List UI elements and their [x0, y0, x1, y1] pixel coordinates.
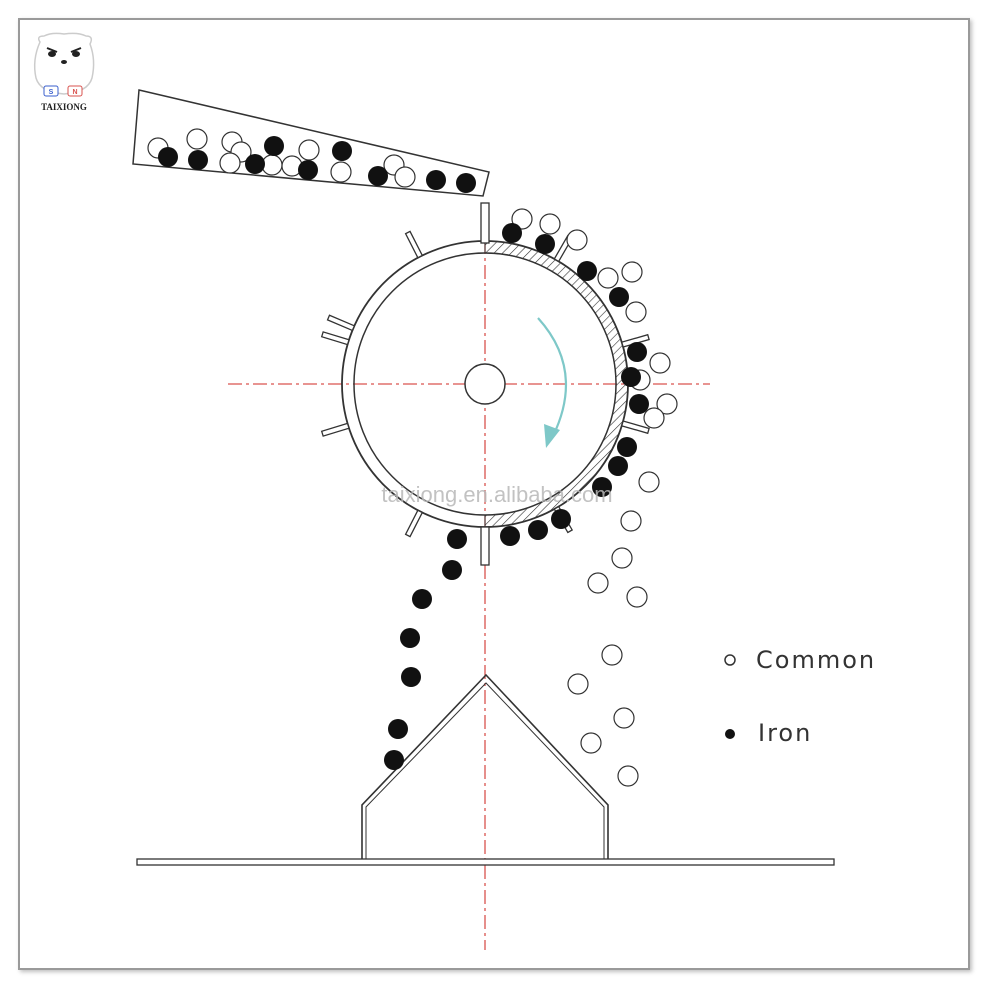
iron-particle	[535, 234, 555, 254]
legend-iron-label: Iron	[758, 719, 812, 747]
bear-nose-icon	[61, 60, 67, 64]
drum-paddle	[320, 422, 350, 437]
logo-badge-left	[43, 85, 59, 97]
drum-paddles	[320, 230, 650, 538]
common-particle	[261, 154, 283, 176]
iron-particle	[592, 477, 612, 497]
iron-particle	[500, 526, 520, 546]
legend-iron-icon	[725, 729, 735, 739]
common-particle	[656, 393, 678, 415]
common-particle	[587, 572, 609, 594]
base-plate	[136, 858, 835, 866]
iron-particle	[627, 342, 647, 362]
bottom-plate	[480, 526, 490, 566]
common-particle	[298, 139, 320, 161]
logo-badge-left-text: S	[49, 89, 54, 96]
iron-particle	[629, 394, 649, 414]
common-particle	[539, 213, 561, 235]
drum-shaft	[464, 363, 506, 405]
legend: Common Iron	[724, 646, 876, 747]
drum-paddle	[620, 420, 650, 435]
common-particle	[638, 471, 660, 493]
common-particle	[219, 152, 241, 174]
drum-paddle	[320, 331, 350, 346]
watermark-text: taixiong.en.alibaba.com	[381, 482, 612, 507]
common-particle	[621, 261, 643, 283]
iron-particle	[245, 154, 265, 174]
common-particle	[625, 301, 647, 323]
common-particle	[649, 352, 671, 374]
common-particle	[601, 644, 623, 666]
particles-group	[147, 128, 678, 787]
iron-particle	[456, 173, 476, 193]
common-particle	[580, 732, 602, 754]
iron-particle	[609, 287, 629, 307]
common-particle	[626, 586, 648, 608]
common-particle	[567, 673, 589, 695]
bear-brow-left-icon	[46, 47, 58, 53]
iron-particle	[617, 437, 637, 457]
iron-particle	[158, 147, 178, 167]
top-plate	[480, 202, 490, 244]
diagram-frame	[18, 18, 970, 970]
iron-particle	[188, 150, 208, 170]
common-particle	[613, 707, 635, 729]
splitter-inner	[365, 682, 605, 865]
common-particle	[643, 407, 665, 429]
iron-particle	[608, 456, 628, 476]
iron-particle	[447, 529, 467, 549]
common-particle	[394, 166, 416, 188]
iron-particle	[577, 261, 597, 281]
logo-brand-text: TAIXIONG	[41, 102, 87, 112]
common-particle	[620, 510, 642, 532]
logo-badge-right-text: N	[72, 89, 77, 96]
drum-paddle	[404, 509, 424, 538]
iron-particle	[298, 160, 318, 180]
common-particle	[611, 547, 633, 569]
iron-particle	[412, 589, 432, 609]
legend-common-label: Common	[756, 646, 876, 674]
iron-particle	[400, 628, 420, 648]
iron-particle	[528, 520, 548, 540]
drum-inner	[353, 252, 617, 516]
rotation-arrowhead-icon	[544, 424, 560, 448]
iron-particle	[332, 141, 352, 161]
legend-common-icon	[724, 654, 736, 666]
iron-particle	[388, 719, 408, 739]
iron-particle	[442, 560, 462, 580]
taixiong-logo: S N TAIXIONG	[33, 32, 95, 112]
iron-particle	[384, 750, 404, 770]
iron-particle	[264, 136, 284, 156]
bear-brow-right-icon	[70, 47, 82, 53]
drum-paddle	[620, 333, 650, 348]
common-particle	[330, 161, 352, 183]
drum-paddle	[404, 230, 424, 259]
common-particle	[186, 128, 208, 150]
iron-particle	[368, 166, 388, 186]
logo-badge-right	[67, 85, 83, 97]
drum-paddle	[326, 314, 356, 332]
common-particle	[617, 765, 639, 787]
common-particle	[566, 229, 588, 251]
splitter-outer	[361, 673, 609, 865]
bear-eye-right-icon	[72, 51, 80, 57]
rotation-arrow	[537, 317, 568, 437]
iron-particle	[401, 667, 421, 687]
common-particle	[597, 267, 619, 289]
bear-eye-left-icon	[48, 51, 56, 57]
iron-particle	[502, 223, 522, 243]
iron-particle	[551, 509, 571, 529]
common-particle	[511, 208, 533, 230]
iron-particle	[426, 170, 446, 190]
iron-particle	[621, 367, 641, 387]
